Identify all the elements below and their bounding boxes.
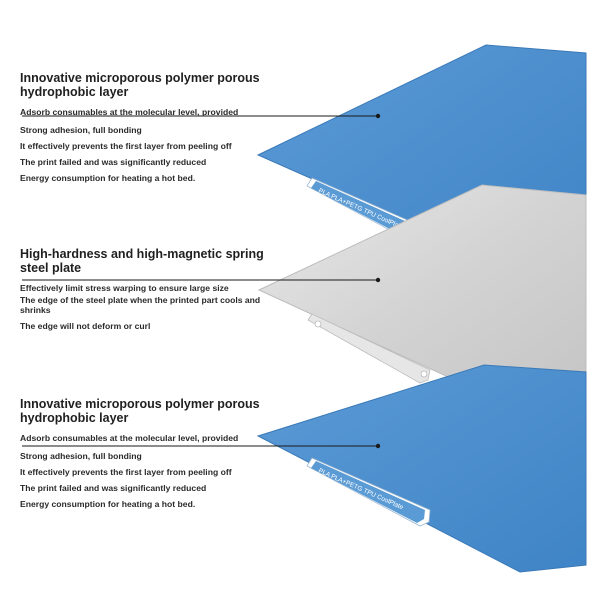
bottom-blue-plate: PLA PLA+PETG TPU CoolPlate (256, 364, 587, 573)
leader-dot-mid (375, 277, 381, 283)
feature-block-middle: High-hardness and high-magnetic spring s… (20, 247, 265, 337)
leader-dot-top (375, 113, 381, 119)
leader-line-top (22, 113, 381, 119)
feature-line: It effectively prevents the first layer … (20, 141, 232, 151)
section-title: Innovative microporous polymer porous hy… (20, 397, 260, 425)
feature-line: It effectively prevents the first layer … (20, 467, 232, 477)
feature-line: Strong adhesion, full bonding (20, 451, 142, 461)
feature-line: Strong adhesion, full bonding (20, 125, 142, 135)
feature-line: Adsorb consumables at the molecular leve… (20, 107, 239, 117)
leader-line-mid (22, 277, 381, 283)
feature-line: The edge of the steel plate when the pri… (20, 295, 261, 315)
feature-line: Energy consumption for heating a hot bed… (20, 173, 196, 183)
feature-line: The edge will not deform or curl (20, 321, 151, 331)
feature-block-top: Innovative microporous polymer porous hy… (20, 71, 265, 189)
section-title: Innovative microporous polymer porous hy… (20, 71, 260, 99)
section-title: High-hardness and high-magnetic spring s… (20, 247, 264, 275)
feature-line: Adsorb consumables at the molecular leve… (20, 433, 239, 443)
leader-dot-bottom (375, 443, 381, 449)
feature-line: The print failed and was significantly r… (20, 157, 207, 167)
feature-line: The print failed and was significantly r… (20, 483, 207, 493)
leader-line-bottom (22, 443, 381, 449)
feature-line: Effectively limit stress warping to ensu… (20, 283, 229, 293)
feature-line: Energy consumption for heating a hot bed… (20, 499, 196, 509)
feature-block-bottom: Innovative microporous polymer porous hy… (20, 397, 265, 515)
